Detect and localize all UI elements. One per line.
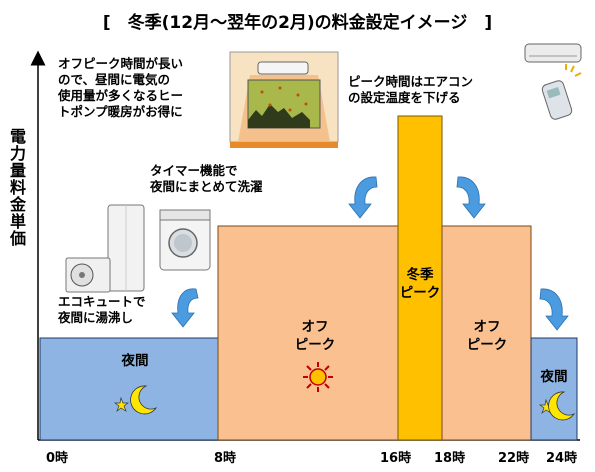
bar-offpeak-day <box>217 225 399 441</box>
sun-icon <box>303 362 333 392</box>
ecocute-water-heater-icon <box>107 204 145 292</box>
remote-control-icon <box>541 64 582 120</box>
washing-machine-icon <box>159 209 211 271</box>
y-axis-label: 電力量料金単価 <box>7 128 26 247</box>
tick-label: 24時 <box>546 451 578 466</box>
tick-label: 0時 <box>46 451 69 466</box>
tick-label: 16時 <box>380 451 412 466</box>
moon-star-icon-late <box>538 391 576 421</box>
note-ecocute: エコキュートで 夜間に湯沸し <box>58 294 146 325</box>
arrow-icon-ecocute <box>171 288 199 328</box>
note-timer-laundry: タイマー機能で 夜間にまとめて洗濯 <box>150 163 263 194</box>
page-title: [ 冬季(12月～翌年の2月)の料金設定イメージ ] <box>102 13 493 33</box>
label-offpeak-day: オフ ピーク <box>294 319 336 353</box>
bar-night-early <box>39 337 219 441</box>
note-peak-aircon: ピーク時間はエアコン の設定温度を下げる <box>348 74 474 105</box>
heated-room-illustration <box>229 51 339 148</box>
arrow-icon-night-late <box>539 288 569 331</box>
arrow-icon-peak-right <box>456 176 486 219</box>
bar-night-late <box>530 337 578 441</box>
tick-label: 18時 <box>434 451 466 466</box>
label-night-early: 夜間 <box>121 353 149 369</box>
label-offpeak-evening: オフ ピーク <box>466 319 508 353</box>
label-night-late: 夜間 <box>540 369 568 385</box>
moon-star-icon-early <box>113 385 158 415</box>
bar-offpeak-evening <box>441 225 532 441</box>
note-offpeak-heatpump: オフピーク時間が長い ので、昼間に電気の 使用量が多くなるヒー トポンプ暖房がお… <box>58 56 184 119</box>
arrow-icon-peak-left <box>348 176 378 219</box>
tick-label: 22時 <box>498 451 530 466</box>
air-conditioner-icon <box>524 43 582 63</box>
label-peak-winter: 冬季 ピーク <box>399 267 441 301</box>
outdoor-unit-icon <box>65 257 111 293</box>
tick-label: 8時 <box>214 451 237 466</box>
